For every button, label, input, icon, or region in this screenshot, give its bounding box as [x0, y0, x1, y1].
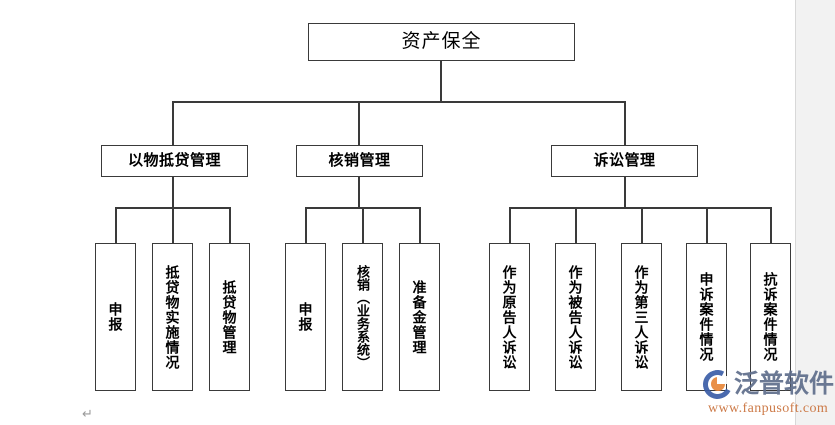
node-leaf-g2-1-label: 申报: [297, 302, 314, 332]
node-leaf-g3-3[interactable]: 作为第三人诉讼: [621, 243, 662, 391]
connector-group-2-leaf-drop-2: [362, 207, 364, 244]
node-leaf-g1-1-label: 申报: [107, 302, 124, 332]
node-leaf-g1-3-label: 抵贷物管理: [221, 279, 238, 355]
node-leaf-g3-5-label: 抗诉案件情况: [762, 272, 779, 362]
node-leaf-g3-4[interactable]: 申诉案件情况: [686, 243, 727, 391]
connector-drop-group-1: [172, 101, 174, 146]
node-root[interactable]: 资产保全: [308, 23, 575, 61]
connector-group-3-leaf-drop-3: [641, 207, 643, 244]
node-leaf-g2-3-label: 准备金管理: [411, 279, 428, 355]
connector-drop-group-3: [624, 101, 626, 146]
node-root-label: 资产保全: [401, 30, 482, 52]
node-leaf-g1-2-label: 抵贷物实施情况: [164, 264, 181, 370]
node-group-1[interactable]: 以物抵贷管理: [101, 145, 248, 177]
connector-group-2-leaf-drop-1: [305, 207, 307, 244]
node-leaf-g3-5[interactable]: 抗诉案件情况: [750, 243, 791, 391]
node-group-2-label: 核销管理: [328, 151, 391, 169]
node-leaf-g2-1[interactable]: 申报: [285, 243, 326, 391]
connector-group-2-stem: [358, 177, 360, 208]
connector-group-3-leaf-drop-5: [770, 207, 772, 244]
node-leaf-g1-2[interactable]: 抵贷物实施情况: [152, 243, 193, 391]
node-leaf-g3-2-label: 作为被告人诉讼: [567, 264, 584, 370]
node-group-1-label: 以物抵贷管理: [127, 151, 221, 169]
node-leaf-g3-2[interactable]: 作为被告人诉讼: [555, 243, 596, 391]
paragraph-mark-icon: ↵: [82, 406, 93, 421]
node-leaf-g3-1-label: 作为原告人诉讼: [501, 264, 518, 370]
connector-group-1-stem: [172, 177, 174, 208]
connector-root-stem: [440, 61, 442, 102]
node-leaf-g1-3[interactable]: 抵贷物管理: [209, 243, 250, 391]
node-leaf-g2-3[interactable]: 准备金管理: [399, 243, 440, 391]
node-leaf-g2-2[interactable]: 核销（业务系统）: [342, 243, 383, 391]
connector-group-3-leaf-drop-1: [509, 207, 511, 244]
node-group-2[interactable]: 核销管理: [296, 145, 423, 177]
connector-group-1-leaf-drop-3: [229, 207, 231, 244]
node-group-3[interactable]: 诉讼管理: [551, 145, 698, 177]
connector-level1-bus: [172, 101, 625, 103]
connector-group-3-leaf-drop-4: [706, 207, 708, 244]
node-leaf-g3-4-label: 申诉案件情况: [698, 272, 715, 362]
connector-group-2-leaf-drop-3: [419, 207, 421, 244]
document-page: 资产保全 以物抵贷管理 核销管理 诉讼管理 申报 抵贷物实施情况 抵贷物管理 申…: [0, 0, 796, 425]
connector-group-3-bus: [509, 207, 771, 209]
node-leaf-g1-1[interactable]: 申报: [95, 243, 136, 391]
connector-group-3-leaf-drop-2: [575, 207, 577, 244]
connector-group-3-stem: [624, 177, 626, 208]
node-group-3-label: 诉讼管理: [593, 151, 656, 169]
node-leaf-g3-3-label: 作为第三人诉讼: [633, 264, 650, 370]
node-leaf-g3-1[interactable]: 作为原告人诉讼: [489, 243, 530, 391]
node-leaf-g2-2-label: 核销（业务系统）: [355, 265, 370, 369]
connector-group-1-leaf-drop-1: [115, 207, 117, 244]
connector-group-1-leaf-drop-2: [172, 207, 174, 244]
connector-drop-group-2: [358, 101, 360, 146]
